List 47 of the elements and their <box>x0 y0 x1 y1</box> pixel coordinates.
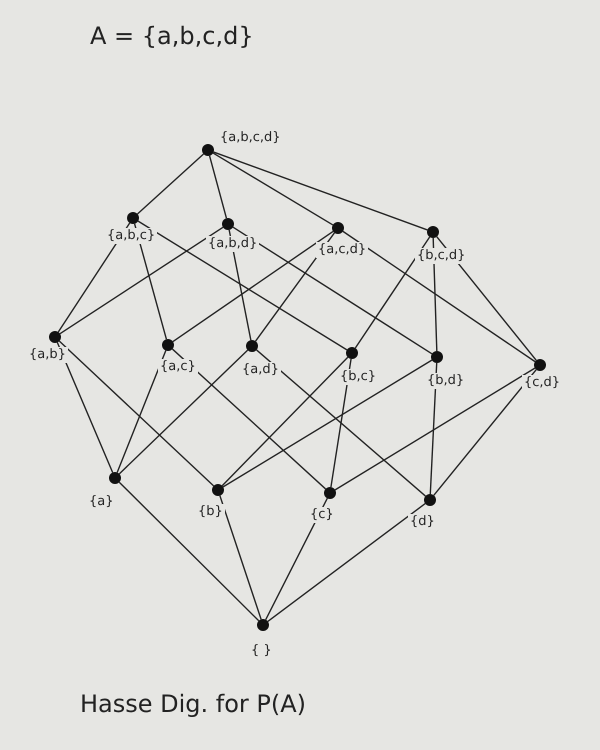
hasse-edge <box>212 152 334 226</box>
vertex-dot <box>427 226 439 238</box>
hasse-edge <box>60 226 224 334</box>
hasse-edge <box>342 230 536 362</box>
vertex-dot <box>424 494 436 506</box>
hasse-edge <box>222 360 432 488</box>
vertex-dot <box>332 222 344 234</box>
hasse-edge <box>232 226 432 354</box>
vertex-dot <box>346 347 358 359</box>
vertex-dot <box>49 331 61 343</box>
diagram-title: A = {a,b,c,d} <box>90 22 254 50</box>
hasse-edge <box>172 230 334 342</box>
hasse-edge <box>56 342 114 473</box>
set-label: {a,c,d} <box>316 242 368 258</box>
hasse-edge <box>136 154 204 214</box>
vertex-dot <box>109 472 121 484</box>
diagram-caption: Hasse Dig. for P(A) <box>80 690 306 718</box>
vertex-dot <box>162 339 174 351</box>
hasse-edge <box>118 350 248 474</box>
hasse-edge <box>354 236 430 348</box>
vertex-dot <box>246 340 258 352</box>
hasse-edge <box>433 369 537 496</box>
vertex-dot <box>257 619 269 631</box>
hasse-edge <box>256 349 426 497</box>
hasse-edge <box>330 358 352 488</box>
vertex-dot <box>431 351 443 363</box>
hasse-edge <box>208 156 228 218</box>
hasse-edge <box>436 236 537 361</box>
set-label: {a,b,d} <box>206 236 260 252</box>
hasse-edge <box>222 356 348 486</box>
hasse-edge <box>219 495 262 620</box>
hasse-edge <box>116 350 166 473</box>
hasse-edge <box>138 220 348 350</box>
hasse-edge <box>267 503 426 622</box>
hasse-edge <box>213 151 428 231</box>
vertex-dot <box>534 359 546 371</box>
vertex-dot <box>127 212 139 224</box>
vertex-dot <box>212 484 224 496</box>
vertex-dot <box>222 218 234 230</box>
hasse-edge <box>334 368 536 490</box>
vertex-dot <box>324 487 336 499</box>
hasse-edge <box>118 482 260 622</box>
hasse-edge <box>58 340 214 486</box>
vertex-dot <box>202 144 214 156</box>
set-label: {a,c} <box>158 359 198 375</box>
hasse-edge <box>172 348 326 490</box>
hasse-edge <box>430 362 438 494</box>
